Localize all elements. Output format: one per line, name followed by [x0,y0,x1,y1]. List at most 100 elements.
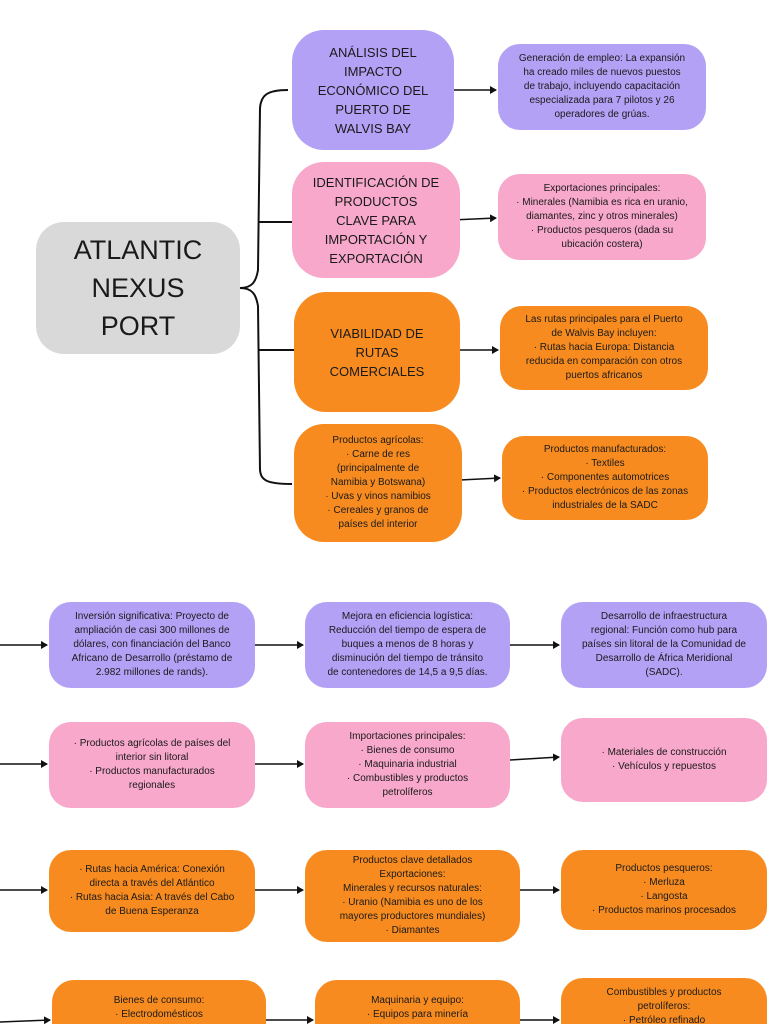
node-line: 2.982 millones de rands). [95,667,209,678]
node-line: diamantes, zinc y otros minerales) [526,211,678,222]
grid-node-r4-c3: Combustibles y productos petrolíferos: ·… [561,978,767,1026]
node-line: Importaciones principales: [349,731,466,742]
node-line: Combustibles y productos [606,987,722,998]
node-line: ANÁLISIS DEL IMPACTO [329,44,417,79]
node-line: · Rutas hacia Asia: A través del Cabo [69,892,235,903]
node-line: (SADC). [645,667,683,678]
category-economic-impact: ANÁLISIS DEL IMPACTO ECONÓMICO DEL PUERT… [292,30,454,150]
node-line: · Productos pesqueros (dada su [530,225,674,236]
node-line: CLAVE PARA [336,212,416,228]
arrow-r2-c [509,753,560,762]
grid-node-r1-c1: Inversión significativa: Proyecto de amp… [49,602,255,688]
node-line: ubicación costera) [561,239,643,250]
node-line: · Equipos para minería [366,1009,469,1020]
node-line: Productos clave detallados [352,855,473,866]
node-line: reducida en comparación con otros [525,356,683,367]
node-line: ampliación de casi 300 millones de [74,625,230,636]
node-line: Desarrollo de África Meridional [595,653,733,664]
node-line: Productos manufacturados: [543,444,667,455]
detail-employment: Generación de empleo: La expansión ha cr… [498,44,706,130]
node-line: · Merluza [643,877,685,888]
node-line: de trabajo, incluyendo capacitación [523,81,681,92]
grid-node-r1-c3: Desarrollo de infraestructura regional: … [561,602,767,688]
node-line: operadores de grúas. [554,109,650,120]
node-line: países sin litoral de la Comunidad de [582,639,746,650]
grid-node-r1-c2: Mejora en eficiencia logística: Reducció… [305,602,510,688]
node-line: RUTAS [355,344,399,360]
node-line: WALVIS BAY [334,120,412,136]
node-line: EXPORTACIÓN [329,250,423,266]
node-line: · Langosta [640,891,688,902]
node-line: · Diamantes [385,925,440,936]
root-line: PORT [100,311,176,341]
grid-node-r3-c2: Productos clave detallados Exportaciones… [305,850,520,942]
category-agricultural-products: Productos agrícolas: · Carne de res (pri… [294,424,462,542]
node-line: · Rutas hacia América: Conexión [79,864,225,875]
node-line: Reducción del tiempo de espera de [328,625,487,636]
node-line: petrolíferos [382,787,433,798]
node-line: IDENTIFICACIÓN DE [312,174,440,190]
node-line: de Buena Esperanza [105,906,199,917]
node-line: Productos pesqueros: [615,863,713,874]
root-node: ATLANTIC NEXUS PORT [36,222,240,354]
root-bracket-lower [239,287,293,485]
category-trade-routes: VIABILIDAD DE RUTAS COMERCIALES [294,292,460,412]
node-line: · Uranio (Namibia es uno de los [342,897,483,908]
node-line: VIABILIDAD DE [330,325,424,341]
node-line: interior sin litoral [115,752,189,763]
grid-node-r3-c1: · Rutas hacia América: Conexión directa … [49,850,255,932]
root-line: NEXUS [91,273,185,303]
node-line: Inversión significativa: Proyecto de [75,611,229,622]
node-line: · Productos manufacturados [89,766,215,777]
node-line: ECONÓMICO DEL [317,82,429,98]
node-line: · Petróleo refinado [622,1015,706,1026]
node-line: · Bienes de consumo [360,745,455,756]
node-line: Generación de empleo: La expansión [518,53,686,64]
node-line: disminución del tiempo de tránsito [331,653,484,664]
grid-node-r3-c3: Productos pesqueros: · Merluza · Langost… [561,850,767,930]
node-line: Minerales y recursos naturales: [343,883,482,894]
node-line: Exportaciones: [379,869,446,880]
node-line: especializada para 7 pilotos y 26 [529,95,675,106]
node-line: PRODUCTOS [334,193,418,209]
node-line: regional: Función como hub para [590,625,738,636]
node-line: · Textiles [585,458,625,469]
node-line: Exportaciones principales: [543,183,661,194]
category-key-products: IDENTIFICACIÓN DE PRODUCTOS CLAVE PARA I… [292,162,460,278]
node-line: Desarrollo de infraestructura [600,611,728,622]
node-line: petrolíferos: [637,1001,691,1012]
node-line: · Minerales (Namibia es rica en uranio, [516,197,688,208]
node-line: dólares, con financiación del Banco [73,639,231,650]
node-line: países del interior [338,519,418,530]
node-line: Namibia y Botswana) [330,477,426,488]
grid-node-r4-c1: Bienes de consumo: · Electrodomésticos [52,980,266,1024]
node-line: · Maquinaria industrial [358,759,457,770]
root-line: ATLANTIC [73,235,203,265]
grid-node-r2-c1: · Productos agrícolas de países del inte… [49,722,255,808]
node-line: · Uvas y vinos namibios [325,491,431,502]
detail-main-routes: Las rutas principales para el Puerto de … [500,306,708,390]
node-line: Mejora en eficiencia logística: [341,611,474,622]
node-line: IMPORTACIÓN Y [324,231,428,247]
node-line: · Materiales de construcción [601,747,727,758]
node-line: ha creado miles de nuevos puestos [523,67,681,78]
node-line: · Productos marinos procesados [592,905,736,916]
grid-node-r4-c2: Maquinaria y equipo: · Equipos para mine… [315,980,520,1024]
arrow-r4-a [0,1016,51,1024]
node-line: · Productos electrónicos de las zonas [521,486,689,497]
root-bracket [239,89,289,289]
grid-node-r2-c2: Importaciones principales: · Bienes de c… [305,722,510,808]
node-line: · Electrodomésticos [115,1009,203,1020]
node-line: regionales [128,780,176,791]
node-line: puertos africanos [565,370,643,381]
grid-node-r2-c3: · Materiales de construcción · Vehículos… [561,718,767,802]
node-line: Africano de Desarrollo (préstamo de [71,653,233,664]
node-line: Maquinaria y equipo: [371,995,464,1006]
node-line: Bienes de consumo: [113,995,205,1006]
node-line: de contenedores de 14,5 a 9,5 días. [327,667,488,678]
node-line: buques a menos de 8 horas y [341,639,474,650]
node-line: directa a través del Atlántico [89,878,215,889]
node-line: COMERCIALES [329,363,425,379]
node-line: PUERTO DE [335,101,411,117]
node-line: · Rutas hacia Europa: Distancia [533,342,675,353]
